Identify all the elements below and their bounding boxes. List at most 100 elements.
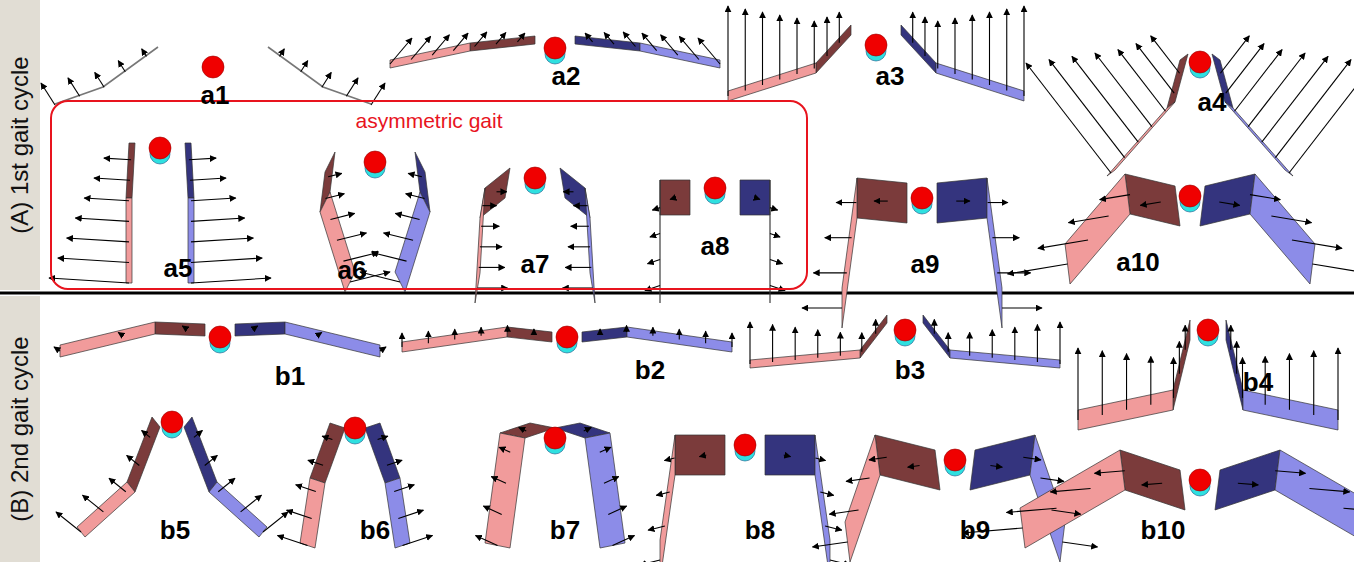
force-arrow xyxy=(301,61,308,72)
force-arrow xyxy=(817,330,818,358)
force-arrow xyxy=(1309,489,1349,492)
force-arrow xyxy=(874,201,888,202)
force-arrow xyxy=(969,332,970,356)
force-arrow xyxy=(322,436,332,439)
force-arrow xyxy=(770,260,783,264)
force-arrow xyxy=(772,325,773,362)
force-arrow xyxy=(656,492,669,495)
panel-label: b3 xyxy=(895,357,925,383)
force-arrow xyxy=(934,319,935,333)
arrows-layer xyxy=(41,6,1354,562)
force-arrow xyxy=(604,477,619,484)
panel-label: a2 xyxy=(552,63,581,89)
wing-panel xyxy=(970,435,1035,490)
force-arrow xyxy=(390,38,412,64)
force-arrow xyxy=(454,329,455,339)
force-arrow xyxy=(826,17,827,56)
panel-label: a3 xyxy=(876,63,905,89)
row-title: (B) 2nd gait cycle xyxy=(8,336,32,521)
force-arrow xyxy=(731,333,732,347)
force-arrow xyxy=(328,173,342,176)
wing-panel xyxy=(728,63,816,101)
panel-label: b7 xyxy=(550,517,580,543)
panel-label: a7 xyxy=(521,251,550,277)
force-arrow xyxy=(796,18,797,74)
force-arrow xyxy=(762,12,763,85)
wing-panel xyxy=(950,350,1060,368)
wing-panel xyxy=(126,198,132,283)
body-dot xyxy=(524,167,546,189)
force-arrow xyxy=(253,326,258,329)
wing-panel xyxy=(937,178,987,223)
force-arrow xyxy=(815,458,825,461)
force-arrow xyxy=(1118,50,1166,112)
force-arrow xyxy=(194,431,203,438)
force-arrow xyxy=(67,238,129,242)
row-band: (A) 1st gait cycle xyxy=(0,0,40,290)
force-arrow xyxy=(84,198,129,201)
wing-panel xyxy=(1167,54,1188,108)
wings-layer xyxy=(55,25,1354,562)
force-arrow xyxy=(1050,489,1090,492)
force-arrow xyxy=(1072,56,1138,142)
force-arrow xyxy=(626,325,627,332)
force-arrow xyxy=(41,83,55,105)
force-arrow xyxy=(337,233,366,240)
force-arrow xyxy=(640,560,660,562)
wing-panel xyxy=(675,435,725,475)
force-arrow xyxy=(241,495,262,512)
force-arrow xyxy=(296,485,316,492)
force-arrow xyxy=(1337,348,1338,420)
row-band: (B) 2nd gait cycle xyxy=(0,296,40,562)
force-arrow xyxy=(1037,325,1038,362)
force-arrow xyxy=(483,506,501,514)
force-arrow xyxy=(727,6,728,96)
force-arrow xyxy=(1150,356,1151,404)
force-arrow xyxy=(573,205,587,206)
force-arrow xyxy=(380,347,386,351)
wing-panel xyxy=(1226,320,1243,410)
force-arrow xyxy=(491,477,506,484)
wing-panel xyxy=(395,192,430,292)
force-arrow xyxy=(1313,264,1354,274)
body-dot xyxy=(544,427,566,449)
force-arrow xyxy=(875,319,876,333)
force-arrow xyxy=(568,246,590,247)
wing-panel xyxy=(1243,390,1338,430)
wing-panel xyxy=(470,36,535,51)
wing-panel xyxy=(660,180,690,215)
wing-panel xyxy=(660,435,675,562)
wing-panel xyxy=(1020,450,1125,548)
force-arrow xyxy=(346,78,358,96)
wing-panel xyxy=(77,482,135,537)
wing-panel xyxy=(127,417,160,492)
force-arrow xyxy=(1250,195,1280,200)
force-arrow xyxy=(1226,44,1264,94)
force-arrow xyxy=(1095,471,1125,474)
force-arrow xyxy=(507,325,508,332)
wing-line xyxy=(268,47,371,104)
body-layer xyxy=(149,34,1219,496)
wing-panel xyxy=(857,178,907,223)
force-arrow xyxy=(1271,216,1311,223)
body-dot xyxy=(704,177,726,199)
force-arrow xyxy=(1230,325,1231,349)
force-arrow xyxy=(142,431,151,438)
force-arrow xyxy=(699,455,706,457)
force-arrow xyxy=(1040,478,1063,481)
force-arrow xyxy=(813,542,848,547)
force-arrow xyxy=(453,33,468,50)
force-arrow xyxy=(322,72,331,87)
force-arrow xyxy=(937,21,938,69)
panel-label: a5 xyxy=(164,255,193,281)
force-arrow xyxy=(395,213,419,219)
force-arrow xyxy=(479,267,505,268)
wing-panel xyxy=(860,315,887,358)
force-arrow xyxy=(403,536,433,546)
wing-panel xyxy=(485,433,525,548)
force-arrow xyxy=(840,332,841,356)
force-arrow xyxy=(191,278,271,283)
wing-panel xyxy=(901,25,936,73)
wing-panel xyxy=(1173,320,1190,410)
force-arrow xyxy=(191,258,262,262)
